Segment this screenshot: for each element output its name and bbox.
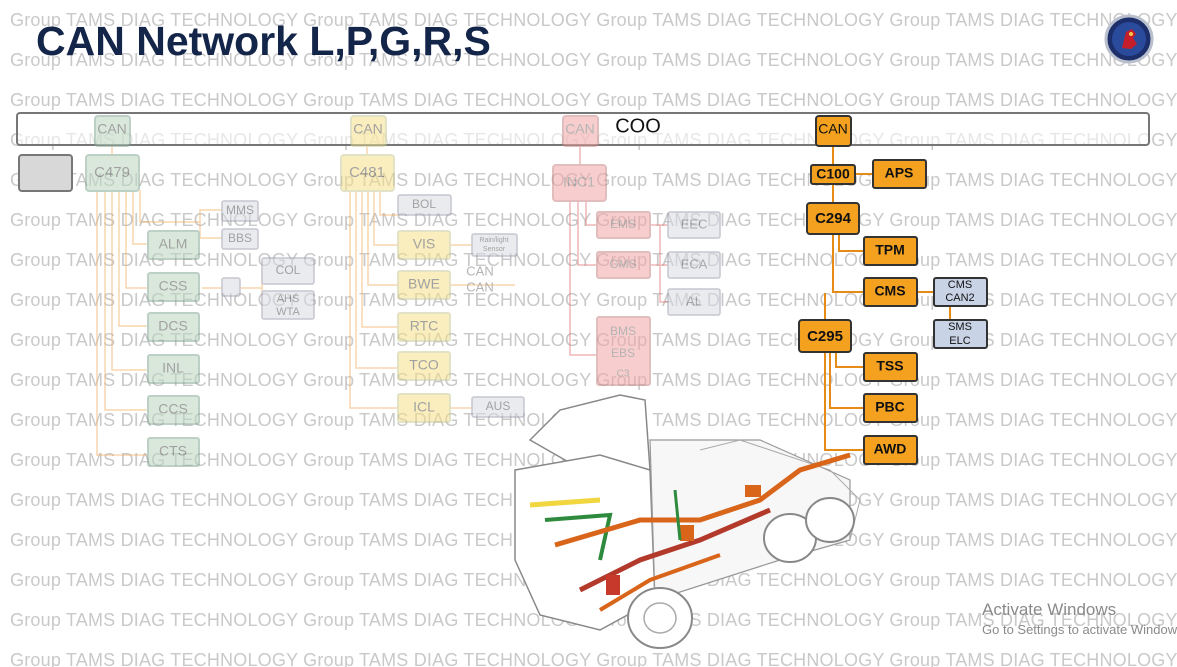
node-vis: VIS: [413, 236, 436, 252]
node-bms: BMS: [610, 324, 636, 338]
green-can-label: CAN: [97, 121, 127, 137]
node-wta: WTA: [276, 306, 300, 318]
node-pbc: PBC: [875, 399, 905, 415]
node-tss: TSS: [876, 358, 903, 374]
node-tco: TCO: [409, 357, 439, 373]
node-aps: APS: [885, 165, 914, 181]
node-rain-sensor: Sensor: [483, 246, 506, 253]
node-c481: C481: [349, 164, 385, 181]
node-tpm: TPM: [875, 242, 905, 258]
node-rtc: RTC: [410, 318, 439, 334]
node-cms: CMS: [874, 283, 905, 299]
yellow-can-label: CAN: [353, 121, 383, 137]
node-gms: GMS: [609, 257, 636, 271]
node-ahs: AHS: [277, 293, 300, 305]
orange-can-group: CAN C100 APS C294 TPM CMS CMS CAN2 SMS E…: [798, 115, 988, 465]
node-c100: C100: [816, 166, 850, 182]
bwe-can-2: CAN: [466, 279, 493, 294]
node-ebs: EBS: [611, 346, 635, 360]
node-ems: EMS: [610, 217, 636, 231]
node-ccs: CCS: [158, 401, 188, 417]
node-bbs: BBS: [228, 231, 252, 245]
node-icl: ICL: [413, 399, 435, 415]
yellow-can-group: CAN C481 BOL VIS Rain/light Sensor BWE C…: [340, 115, 525, 423]
gateway-unit: [18, 154, 73, 192]
node-sms: SMS: [948, 321, 972, 333]
node-dcs: DCS: [158, 318, 188, 334]
orange-can-label: CAN: [818, 121, 848, 137]
node-eca: ECA: [681, 256, 708, 271]
red-can-label: CAN: [565, 121, 595, 137]
node-mms: MMS: [226, 203, 254, 217]
node-eec: EEC: [681, 216, 708, 231]
coo-bus-label: COO: [615, 115, 661, 137]
node-c295: C295: [807, 328, 843, 345]
node-inl: INL: [162, 360, 184, 376]
node-bwe: BWE: [408, 276, 440, 292]
red-can-group: CAN INC1 EMS GMS EEC ECA AL BMS EBS C3: [552, 115, 721, 386]
page-title: CAN Network L,P,G,R,S: [36, 18, 491, 64]
node-c3: C3: [617, 369, 630, 380]
node-cms-can2-top: CMS: [948, 279, 972, 291]
node-alm: ALM: [159, 236, 188, 252]
node-col: COL: [276, 263, 301, 277]
scania-griffin-icon: [1104, 14, 1154, 64]
node-elc: ELC: [949, 335, 970, 347]
node-cts: CTS: [159, 443, 187, 459]
node-cms-can2-bottom: CAN2: [945, 292, 974, 304]
node-al: AL: [686, 293, 702, 308]
bwe-can-1: CAN: [466, 263, 493, 278]
truck-illustration: [514, 394, 861, 649]
green-can-group: CAN C479 MMS BBS ALM CSS COL AHS WTA DCS…: [85, 115, 315, 467]
node-aus: AUS: [486, 399, 511, 413]
node-inc1: INC1: [563, 174, 595, 190]
node-css: CSS: [159, 278, 188, 294]
node-c294: C294: [815, 210, 852, 227]
node-awd: AWD: [874, 441, 907, 457]
node-rain-light: Rain/light: [479, 237, 508, 244]
node-bol: BOL: [412, 197, 436, 211]
node-c479: C479: [94, 164, 130, 181]
